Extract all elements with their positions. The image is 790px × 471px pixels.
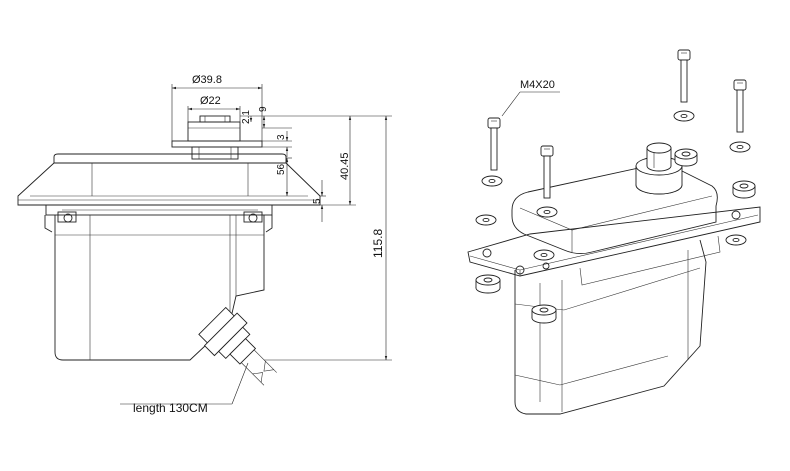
screw-leader-line xyxy=(501,91,521,117)
dim-40-45: 40.45 xyxy=(339,152,351,180)
dim-115-8: 115.8 xyxy=(371,229,385,258)
isometric-view: M4X20 xyxy=(467,49,761,415)
dimension-lines xyxy=(120,84,392,405)
dim-inner-diameter: Ø22 xyxy=(200,95,221,107)
iso-mounting-flange xyxy=(467,206,761,286)
dim-2-1: 2.1 xyxy=(241,110,252,124)
dim-5: 5 xyxy=(312,198,323,204)
dim-outer-diameter: Ø39.8 xyxy=(192,74,222,86)
iso-top-case xyxy=(511,164,718,255)
cable-length-label: length 130CM xyxy=(133,401,208,415)
iso-grommets xyxy=(475,110,756,324)
iso-output-shaft xyxy=(635,142,683,195)
mounting-flange xyxy=(17,162,321,233)
screw-spec-label: M4X20 xyxy=(520,79,555,91)
side-view: Ø39.8 Ø22 9 2.1 3 56 40.45 5 115.8 lengt… xyxy=(17,74,392,415)
dim-3: 3 xyxy=(276,134,287,140)
cable-gland xyxy=(198,306,277,386)
dim-9: 9 xyxy=(258,106,269,112)
dim-56: 56 xyxy=(276,163,287,175)
output-horn xyxy=(171,115,263,160)
top-case xyxy=(53,153,287,196)
iso-screws xyxy=(487,49,747,199)
iso-body xyxy=(514,239,707,415)
